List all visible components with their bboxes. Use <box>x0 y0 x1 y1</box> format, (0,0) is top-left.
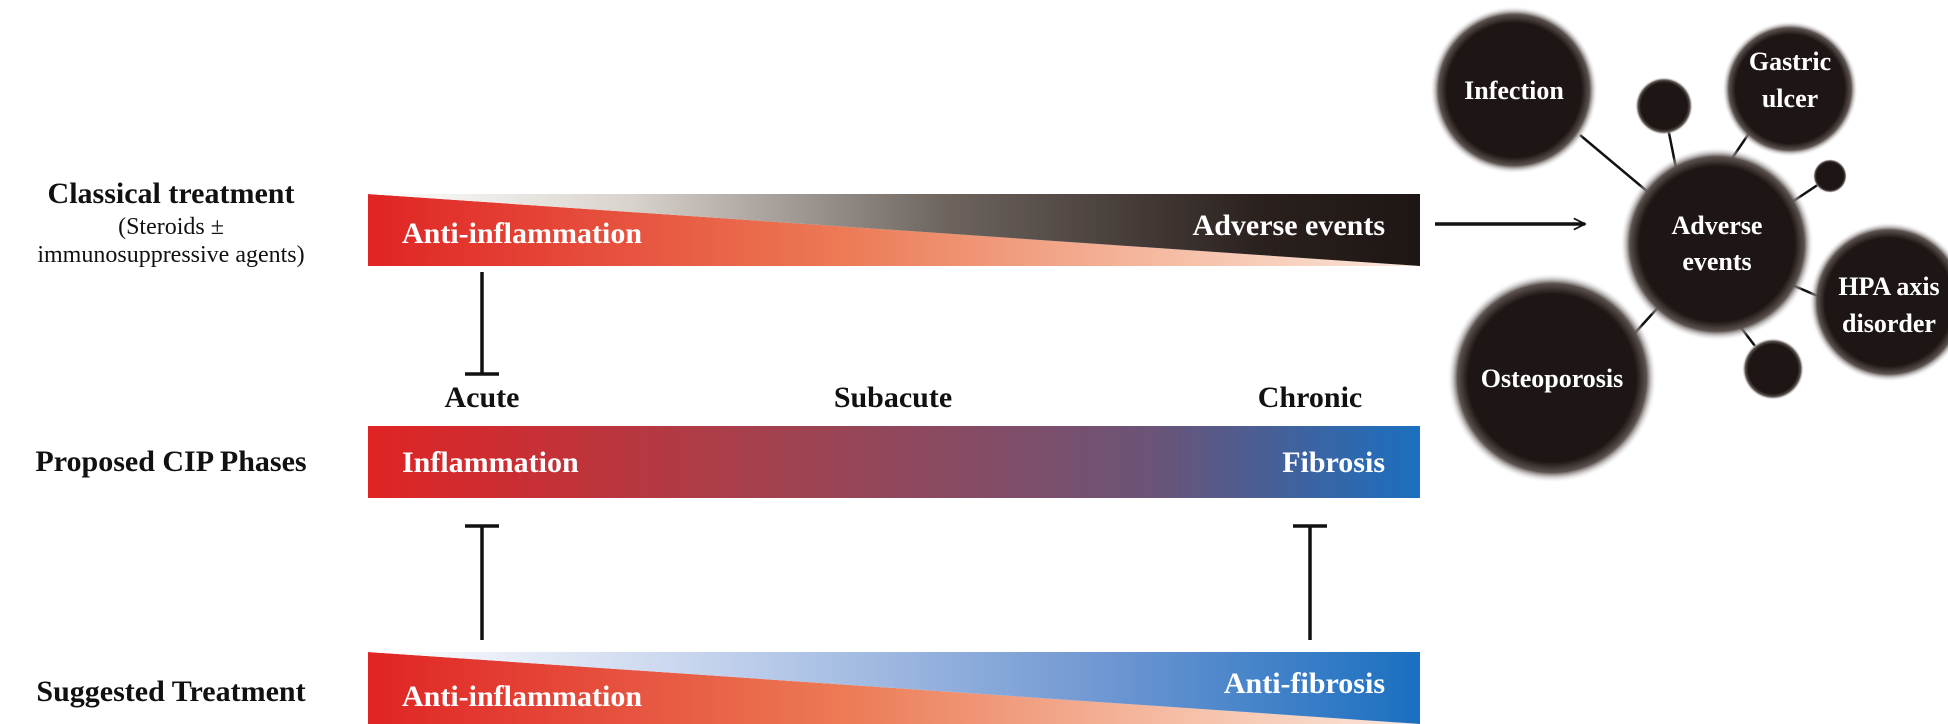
phase-subacute-label: Subacute <box>834 381 952 414</box>
classical-treatment-subtitle-2: immunosuppressive agents) <box>37 242 304 268</box>
classical-adverse-events-wedge <box>368 194 1420 266</box>
phase-chronic-label: Chronic <box>1258 381 1362 414</box>
infection-label: Infection <box>1464 76 1564 105</box>
classical-treatment-bar: Anti-inflammation Adverse events <box>368 194 1420 266</box>
classical-treatment-subtitle-1: (Steroids ± <box>118 214 224 240</box>
classical-bar-left-label: Anti-inflammation <box>402 217 642 250</box>
classical-bar-right-label: Adverse events <box>1193 209 1385 242</box>
anti-inflammation-to-inflammation-inhibitor <box>465 524 499 640</box>
proposed-phases-bar: Inflammation Fibrosis <box>368 426 1420 498</box>
anti-fibrosis-to-fibrosis-inhibitor <box>1293 524 1327 640</box>
adverse-events-cluster: Infection Gastric ulcer Adverse events H… <box>1430 6 1948 483</box>
hpa-axis-label-1: HPA axis <box>1838 272 1939 301</box>
phase-acute-label: Acute <box>445 381 520 414</box>
small-dot-bottom <box>1742 338 1804 400</box>
small-dot-top <box>1635 77 1693 135</box>
suggested-anti-fibrosis-wedge <box>368 652 1420 724</box>
osteoporosis-label: Osteoporosis <box>1481 364 1624 393</box>
suggested-bar-left-label: Anti-inflammation <box>402 680 642 713</box>
adverse-events-label-1: Adverse <box>1672 211 1763 240</box>
phases-bar-right-label: Fibrosis <box>1282 446 1385 479</box>
phases-gradient-bar <box>368 426 1420 498</box>
proposed-phases-label: Proposed CIP Phases <box>35 445 306 478</box>
gastric-ulcer-circle <box>1722 21 1858 157</box>
suggested-treatment-bar: Anti-inflammation Anti-fibrosis <box>368 652 1420 724</box>
suggested-treatment-label: Suggested Treatment <box>36 675 305 708</box>
hpa-axis-circle <box>1809 222 1948 382</box>
classical-to-acute-inhibitor <box>465 272 499 376</box>
phases-bar-left-label: Inflammation <box>402 446 579 479</box>
infection-circle <box>1430 6 1598 174</box>
suggested-bar-right-label: Anti-fibrosis <box>1224 667 1385 700</box>
classical-treatment-title: Classical treatment <box>48 177 295 210</box>
small-dot-right <box>1813 159 1847 193</box>
adverse-events-label-2: events <box>1682 247 1751 276</box>
gastric-ulcer-label-2: ulcer <box>1762 84 1818 113</box>
osteoporosis-circle <box>1447 273 1657 483</box>
adverse-events-center-circle <box>1620 147 1814 341</box>
hpa-axis-label-2: disorder <box>1842 309 1936 338</box>
gastric-ulcer-label-1: Gastric <box>1749 47 1831 76</box>
